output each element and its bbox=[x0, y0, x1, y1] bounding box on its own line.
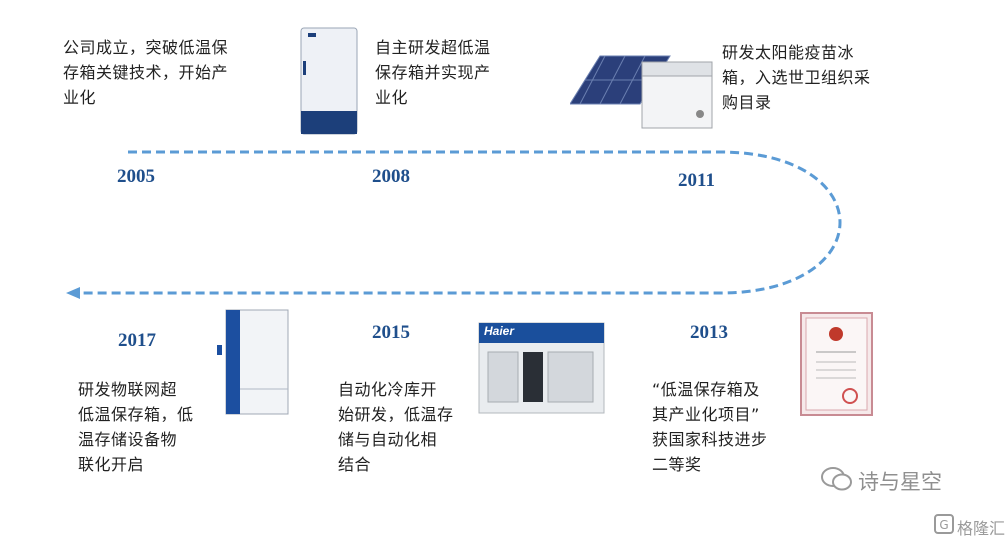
year-2015: 2015 bbox=[372, 322, 410, 343]
svg-text:G: G bbox=[939, 518, 948, 532]
milestone-2005-text: 公司成立，突破低温保存箱关键技术，开始产业化 bbox=[63, 38, 229, 107]
milestone-2011-text: 研发太阳能疫苗冰箱，入选世卫组织采购目录 bbox=[722, 43, 871, 112]
automated-cold-store-icon bbox=[478, 322, 605, 414]
year-2005: 2005 bbox=[117, 166, 155, 187]
milestone-2008-text: 自主研发超低温保存箱并实现产业化 bbox=[375, 38, 491, 107]
milestone-2017-text: 研发物联网超低温保存箱，低温存储设备物联化开启 bbox=[78, 380, 194, 474]
year-2011: 2011 bbox=[678, 170, 715, 191]
gelonghui-logo-icon: G bbox=[934, 514, 954, 534]
certificate-icon bbox=[800, 312, 873, 416]
milestone-2013-text: “低温保存箱及其产业化项目”获国家科技进步二等奖 bbox=[652, 380, 768, 474]
year-2017: 2017 bbox=[118, 330, 156, 351]
milestone-2015-text: 自动化冷库开始研发，低温存储与自动化相结合 bbox=[338, 380, 454, 474]
wechat-icon bbox=[821, 467, 852, 491]
solar-vaccine-fridge-icon bbox=[570, 55, 713, 129]
year-2013: 2013 bbox=[690, 322, 728, 343]
ultra-low-freezer-icon bbox=[300, 27, 358, 135]
year-2008: 2008 bbox=[372, 166, 410, 187]
arrow-head-icon bbox=[66, 287, 80, 299]
watermark-wechat-name: 诗与星空 bbox=[858, 470, 942, 494]
watermark-site-name: 格隆汇 bbox=[957, 519, 1006, 538]
haier-brand-label: Haier bbox=[484, 324, 515, 338]
iot-freezer-icon bbox=[217, 309, 289, 415]
